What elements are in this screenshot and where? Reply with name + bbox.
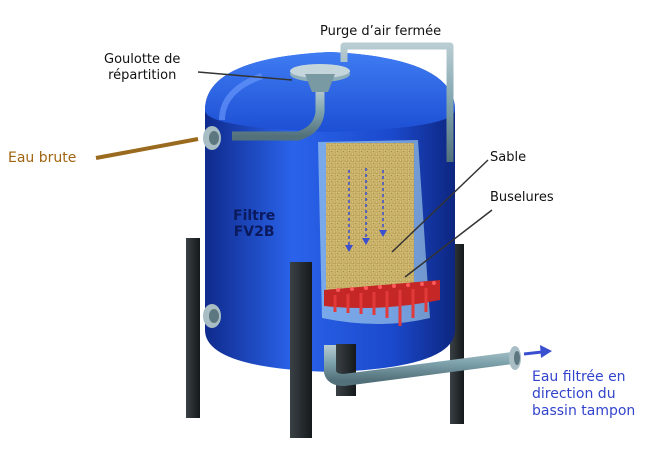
nozzles-leader-line [404,209,493,278]
raw-water-arrow [95,137,199,160]
filtered-water-label: Eau filtrée en direction du bassin tampo… [532,369,635,420]
tank-leg-back-left [186,238,200,418]
raw-water-inlet-flange [203,126,221,150]
air-purge-label: Purge d’air fermée [320,24,442,39]
lower-flange [203,304,221,328]
tank-leg-front-left [290,262,312,438]
filtered-water-arrow [523,345,552,358]
sand-leader-line [391,159,489,253]
filter-name-line2: FV2B [233,224,275,240]
filter-name-line1: Filtre [233,208,276,224]
filter-name-label: Filtre FV2B [233,208,275,240]
filtered-water-label-line3: bassin tampon [532,403,636,419]
nozzle-plate [324,280,440,326]
nozzles-label: Buselures [490,190,554,205]
flow-arrows [348,168,384,245]
sand-bed [326,143,414,293]
trough-leader-line [197,71,293,81]
raw-water-label: Eau brute [8,150,77,166]
filtered-water-outlet-pipe [324,345,521,386]
tank-leg-front-center [336,344,356,396]
distribution-trough-label-line1: Goulotte de [104,52,181,67]
distribution-trough-label-line2: répartition [108,68,177,83]
filtered-water-label-line1: Eau filtrée en [532,369,626,385]
sand-label: Sable [490,150,527,165]
filtered-water-label-line2: direction du [532,386,616,402]
air-purge-pipe [340,42,454,162]
distribution-trough-label: Goulotte de répartition [104,52,180,84]
distribution-trough [232,64,350,141]
